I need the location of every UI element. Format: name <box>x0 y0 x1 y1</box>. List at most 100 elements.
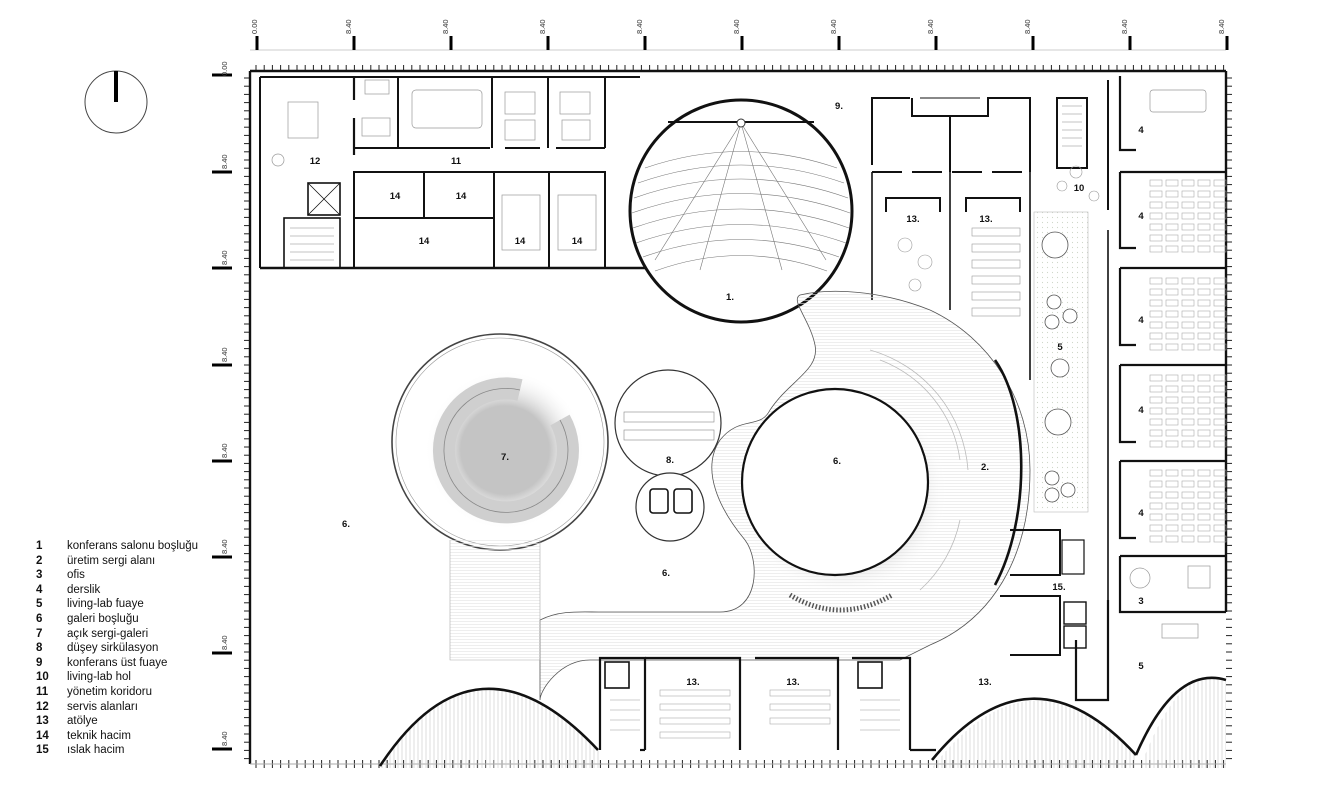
dim-top-9: 8.40 <box>1120 19 1129 34</box>
legend-label: düşey sirkülasyon <box>67 642 159 655</box>
facade-arches <box>378 676 1227 768</box>
dim-top-6: 8.40 <box>829 19 838 34</box>
room-label-11: 11 <box>451 156 462 167</box>
room-label-4e: 4 <box>1138 508 1144 519</box>
room-label-14e: 14 <box>572 236 583 247</box>
dim-top-5: 8.40 <box>732 19 741 34</box>
room-label-13d: 13. <box>786 677 799 688</box>
north-compass-icon <box>84 70 148 134</box>
legend-label: yönetim koridoru <box>67 685 153 698</box>
workshop-furniture <box>897 165 1100 317</box>
workshop-desks <box>610 689 900 739</box>
dim-top-10: 8.40 <box>1217 19 1226 34</box>
dim-top-3: 8.40 <box>538 19 547 34</box>
legend-label: ofis <box>67 569 85 582</box>
legend-item: 10 living-lab hol <box>36 670 198 685</box>
living-lab-garden <box>1033 211 1089 513</box>
legend-number: 1 <box>36 540 43 552</box>
legend-label: atölye <box>67 715 98 728</box>
office-furniture <box>1129 89 1211 639</box>
legend-label: living-lab fuaye <box>67 598 144 611</box>
room-label-14d: 14 <box>515 236 526 247</box>
room-label-4d: 4 <box>1138 405 1144 416</box>
room-label-7: 7. <box>501 452 509 463</box>
legend-label: living-lab hol <box>67 671 131 684</box>
dim-top-2: 8.40 <box>441 19 450 34</box>
legend-item: 4 derslik <box>36 583 198 598</box>
conference-hall <box>628 98 854 324</box>
legend-number: 13 <box>36 715 49 728</box>
dim-left-0: 0.00 <box>220 61 229 76</box>
legend-label: teknik hacim <box>67 729 131 742</box>
legend-number: 4 <box>36 583 43 596</box>
dim-top-7: 8.40 <box>926 19 935 34</box>
dim-left-3: 8.40 <box>220 347 229 362</box>
room-label-5a: 5 <box>1057 342 1063 353</box>
classroom-wing <box>1107 76 1226 614</box>
legend-item: 1 konferans salonu boşluğu <box>36 539 198 554</box>
legend-label: açık sergi-galeri <box>67 627 149 640</box>
dimension-ruler-top: 0.00 8.40 8.40 8.40 8.40 8.40 8.40 8.40 … <box>250 19 1229 51</box>
legend-item: 11 yönetim koridoru <box>36 685 198 700</box>
room-label-15: 15. <box>1052 582 1065 593</box>
legend-label: derslik <box>67 583 101 596</box>
legend-number: 8 <box>36 642 43 655</box>
room-label-4b: 4 <box>1138 211 1144 222</box>
legend-number: 2 <box>36 554 43 567</box>
room-label-14b: 14 <box>456 191 467 202</box>
dim-top-1: 8.40 <box>344 19 353 34</box>
room-label-6b: 6. <box>833 456 841 467</box>
room-label-13c: 13. <box>686 677 699 688</box>
room-label-3: 3 <box>1138 596 1143 607</box>
room-label-14c: 14 <box>419 236 430 247</box>
upper-foyer-walls <box>871 80 1109 380</box>
south-workshops <box>598 600 1110 750</box>
room-label-2: 2. <box>981 462 989 473</box>
exhibition-ramp <box>391 333 609 661</box>
legend-number: 7 <box>36 627 43 640</box>
legend-item: 15 ıslak hacim <box>36 743 198 758</box>
legend-label: konferans salonu boşluğu <box>67 540 199 552</box>
dim-top-8: 8.40 <box>1023 19 1032 34</box>
legend-number: 12 <box>36 700 49 713</box>
room-label-13b: 13. <box>979 214 992 225</box>
dim-top-0: 0.00 <box>250 19 259 34</box>
service-block <box>259 76 645 270</box>
legend-label: ıslak hacim <box>67 744 125 757</box>
room-label-9: 9. <box>835 101 843 112</box>
room-label-8: 8. <box>666 455 674 466</box>
room-label-13e: 13. <box>978 677 991 688</box>
room-label-10: 10 <box>1074 183 1085 194</box>
legend-number: 3 <box>36 569 43 582</box>
room-label-5b: 5 <box>1138 661 1144 672</box>
legend-number: 10 <box>36 671 49 684</box>
room-label-6a: 6. <box>342 519 350 530</box>
classroom-desks <box>1149 179 1227 543</box>
legend-item: 8 düşey sirkülasyon <box>36 641 198 656</box>
vertical-circulation <box>614 369 722 542</box>
legend-item: 13 atölye <box>36 714 198 729</box>
dim-left-7: 8.40 <box>220 731 229 746</box>
legend-item: 3 ofis <box>36 568 198 583</box>
dim-left-1: 8.40 <box>220 154 229 169</box>
legend-number: 15 <box>36 744 49 757</box>
legend-label: servis alanları <box>67 700 138 713</box>
legend-number: 5 <box>36 598 43 611</box>
legend-label: üretim sergi alanı <box>67 554 156 567</box>
room-label-1: 1. <box>726 292 734 303</box>
legend-number: 11 <box>36 685 49 698</box>
room-label-13a: 13. <box>906 214 919 225</box>
legend-item: 7 açık sergi-galeri <box>36 627 198 642</box>
wet-areas <box>1000 529 1087 656</box>
dimension-ruler-left: 0.00 8.40 8.40 8.40 8.40 8.40 8.40 8.40 <box>212 61 232 751</box>
legend-number: 9 <box>36 656 43 669</box>
room-label-6c: 6. <box>662 568 670 579</box>
gallery-void <box>738 349 969 613</box>
room-label-4c: 4 <box>1138 315 1144 326</box>
legend-number: 14 <box>36 729 49 742</box>
dim-left-6: 8.40 <box>220 635 229 650</box>
dim-left-5: 8.40 <box>220 539 229 554</box>
